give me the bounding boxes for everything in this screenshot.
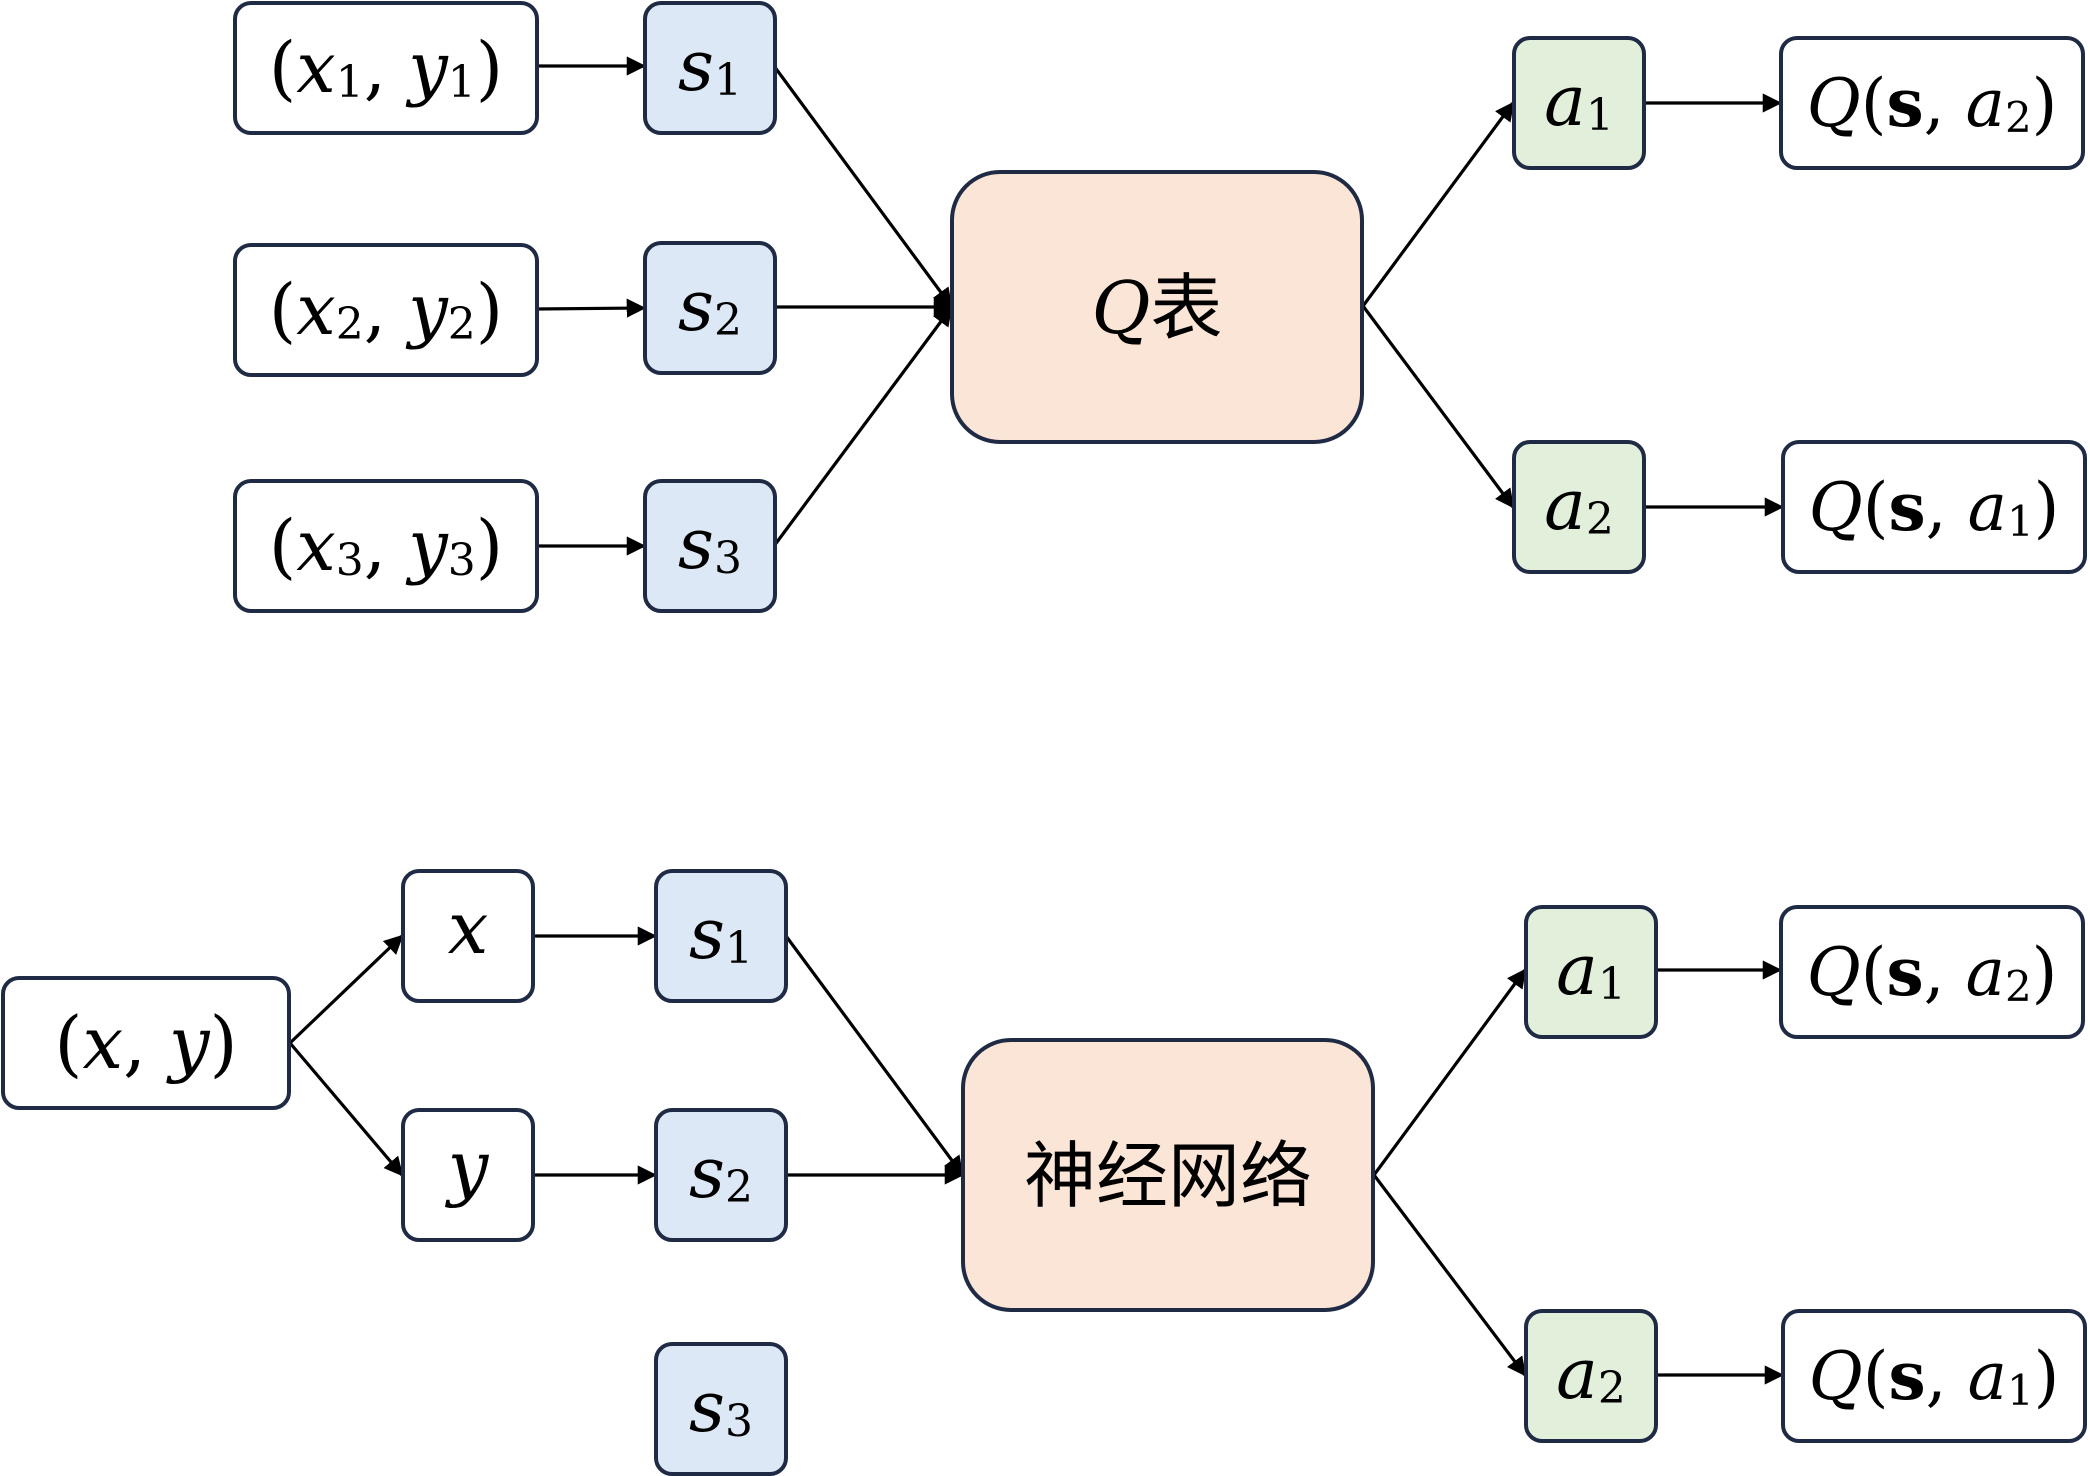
edge-xy-x xyxy=(288,934,404,1045)
edge-xy-y xyxy=(288,1041,404,1177)
input-node-3: (x3, y3) xyxy=(233,479,539,613)
svg-text:Q(s, a1): Q(s, a1) xyxy=(1809,1337,2060,1415)
svg-text:s1: s1 xyxy=(678,25,742,107)
svg-text:Q表: Q表 xyxy=(1091,266,1222,350)
nn-action-node-a1: a1 xyxy=(1524,905,1658,1039)
svg-text:s2: s2 xyxy=(678,265,742,347)
svg-text:s1: s1 xyxy=(689,893,753,975)
svg-text:y: y xyxy=(445,1125,490,1209)
edge-nn-a1 xyxy=(1372,968,1527,1176)
svg-text:Q(s, a1): Q(s, a1) xyxy=(1809,468,2060,546)
nn-action-node-a2: a2 xyxy=(1524,1309,1658,1443)
svg-text:a2: a2 xyxy=(1556,1333,1626,1415)
nn-state-node-s2: s2 xyxy=(654,1108,788,1242)
svg-text:s3: s3 xyxy=(678,503,742,585)
bottom-section: (x, y) x y s1 s2 s3 xyxy=(1,869,2087,1476)
top-edges xyxy=(535,56,1784,556)
edge-qtable-a2 xyxy=(1361,305,1515,509)
input-node-1: (x1, y1) xyxy=(233,1,539,135)
svg-text:Q(s, a2): Q(s, a2) xyxy=(1807,933,2058,1011)
edge-s3-qtable xyxy=(772,306,953,547)
nn-q-output-node-2: Q(s, a1) xyxy=(1781,1309,2087,1443)
xy-input-node: (x, y) xyxy=(1,976,291,1110)
svg-text:神经网络: 神经网络 xyxy=(1024,1134,1312,1218)
svg-text:s3: s3 xyxy=(689,1366,753,1448)
q-table-node: Q表 xyxy=(950,170,1364,444)
edge-s1-qtable xyxy=(772,65,953,308)
action-node-a2: a2 xyxy=(1512,440,1646,574)
edge-input2-s2 xyxy=(535,298,646,318)
state-node-s3: s3 xyxy=(643,479,777,613)
svg-text:s2: s2 xyxy=(689,1132,753,1214)
edge-qtable-a1 xyxy=(1361,101,1515,307)
svg-text:a1: a1 xyxy=(1556,929,1626,1011)
bottom-edges xyxy=(288,926,1784,1385)
svg-text:a1: a1 xyxy=(1544,60,1614,142)
nn-state-node-s1: s1 xyxy=(654,869,788,1003)
top-section: (x1, y1) (x2, y2) (x3, y3) s1 s2 xyxy=(233,1,2087,613)
state-node-s2: s2 xyxy=(643,241,777,375)
input-node-2: (x2, y2) xyxy=(233,243,539,377)
edge-s1-nn xyxy=(784,935,964,1176)
nn-q-output-node-1: Q(s, a2) xyxy=(1779,905,2085,1039)
svg-text:x: x xyxy=(448,886,489,970)
action-node-a1: a1 xyxy=(1512,36,1646,170)
svg-text:Q(s, a2): Q(s, a2) xyxy=(1807,64,2058,142)
q-output-node-2: Q(s, a1) xyxy=(1781,440,2087,574)
coord-node-y: y xyxy=(401,1108,535,1242)
svg-text:(x3, y3): (x3, y3) xyxy=(269,505,503,587)
nn-state-node-s3: s3 xyxy=(654,1342,788,1476)
state-node-s1: s1 xyxy=(643,1,777,135)
q-output-node-1: Q(s, a2) xyxy=(1779,36,2085,170)
svg-text:(x1, y1): (x1, y1) xyxy=(269,27,503,109)
edge-nn-a2 xyxy=(1372,1174,1527,1377)
svg-text:(x, y): (x, y) xyxy=(54,1001,237,1085)
coord-node-x: x xyxy=(401,869,535,1003)
svg-text:a2: a2 xyxy=(1544,464,1614,546)
svg-text:(x2, y2): (x2, y2) xyxy=(269,269,503,351)
neural-network-node: 神经网络 xyxy=(961,1038,1375,1312)
